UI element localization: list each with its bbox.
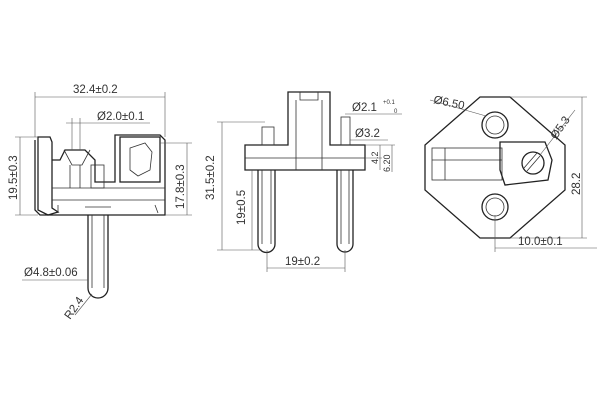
top-height-label: 28.2 xyxy=(571,173,583,195)
front-pin-length-label: 19±0.5 xyxy=(236,190,248,225)
side-hole-dia-label: Ø2.0±0.1 xyxy=(97,111,144,123)
top-screw-dia-label: Ø5.3 xyxy=(549,114,573,141)
front-tip-dia-label: Ø2.1 xyxy=(352,102,377,114)
top-offset-label: 10.0±0.1 xyxy=(518,236,563,248)
front-step-2-label: 6.20 xyxy=(382,154,392,172)
top-view: 28.2 10.0±0.1 Ø6.50 Ø5.3 xyxy=(424,94,597,252)
front-tip-tol-lower: 0 xyxy=(394,109,398,115)
front-step-1-label: 4.2 xyxy=(370,151,380,164)
front-tip-tol-upper: +0.1 xyxy=(383,100,396,106)
front-shoulder-dia-label: Ø3.2 xyxy=(355,128,380,140)
front-view: 31.5±0.2 19±0.5 19±0.2 Ø2.1 +0.1 0 Ø3.2 … xyxy=(205,91,402,272)
side-height-left-label: 19.5±0.3 xyxy=(8,155,20,200)
side-pin-radius-label: R2.4 xyxy=(63,294,87,321)
side-height-right-label: 17.8±0.3 xyxy=(175,164,187,209)
front-total-height-label: 31.5±0.2 xyxy=(205,155,217,200)
side-view: 32.4±0.2 Ø2.0±0.1 19.5±0.3 17.8±0.3 Ø4.8… xyxy=(8,84,192,322)
side-width-label: 32.4±0.2 xyxy=(73,84,118,96)
front-pin-spacing-label: 19±0.2 xyxy=(285,256,320,268)
top-hole-dia-label: Ø6.50 xyxy=(432,94,465,112)
side-pin-dia-label: Ø4.8±0.06 xyxy=(24,267,78,279)
